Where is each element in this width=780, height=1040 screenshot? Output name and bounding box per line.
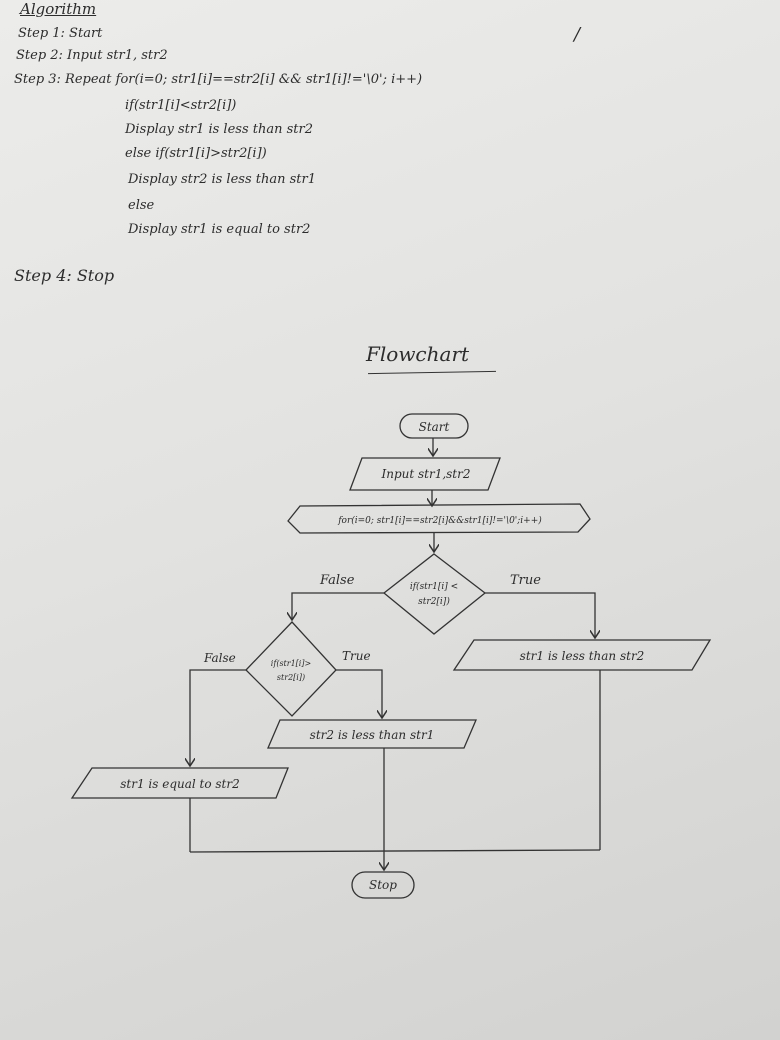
- arrow-cond1-true: [485, 592, 595, 638]
- stop-label: Stop: [369, 878, 397, 892]
- algorithm-step-3: Step 3: Repeat for(i=0; str1[i]==str2[i]…: [14, 72, 423, 87]
- input-label: Input str1,str2: [380, 467, 470, 481]
- pencil-mark: /: [574, 24, 581, 45]
- output-1-parallelogram: [452, 639, 712, 671]
- cond1-false-label: False: [319, 573, 355, 588]
- algorithm-step-2: Step 2: Input str1, str2: [16, 48, 168, 63]
- algorithm-step-4: Step 4: Stop: [14, 266, 115, 285]
- decision-2-diamond: [245, 621, 337, 717]
- algorithm-step-1: Step 1: Start: [18, 26, 103, 41]
- output-3-parallelogram: [70, 767, 289, 799]
- cond2-label-line2: str2[i]): [277, 673, 305, 682]
- input-parallelogram: [349, 457, 501, 491]
- loop-hexagon: [287, 503, 591, 534]
- cond1-label-line1: if(str1[i] <: [410, 581, 458, 592]
- output-2-parallelogram: [267, 719, 477, 749]
- loop-label: for(i=0; str1[i]==str2[i]&&str1[i]!='\0'…: [337, 515, 542, 526]
- line-merge-horizontal: [189, 849, 601, 853]
- algorithm-else-line: else: [128, 198, 155, 213]
- algorithm-display-3: Display str1 is equal to str2: [128, 222, 311, 237]
- arrow-cond2-false: [190, 669, 246, 766]
- flowchart-title: Flowchart: [366, 342, 470, 366]
- start-label: Start: [419, 420, 450, 434]
- algorithm-title: Algorithm: [20, 0, 97, 18]
- arrow-cond1-false: [292, 592, 384, 620]
- cond2-true-label: True: [342, 649, 371, 663]
- algorithm-display-2: Display str2 is less than str1: [128, 172, 316, 187]
- start-terminal: [399, 413, 469, 439]
- output-2-label: str2 is less than str1: [310, 728, 435, 742]
- cond2-false-label: False: [203, 651, 236, 665]
- cond1-true-label: True: [510, 573, 541, 588]
- stop-terminal: [351, 871, 415, 899]
- algorithm-display-1: Display str1 is less than str2: [125, 122, 313, 137]
- output-3-label: str1 is equal to str2: [120, 777, 240, 791]
- output-1-label: str1 is less than str2: [520, 649, 645, 663]
- arrow-cond2-true: [336, 669, 382, 718]
- algorithm-if-line: if(str1[i]<str2[i]): [125, 98, 237, 113]
- decision-1-diamond: [382, 553, 487, 635]
- cond1-label-line2: str2[i]): [418, 596, 450, 607]
- algorithm-elseif-line: else if(str1[i]>str2[i]): [125, 146, 267, 161]
- cond2-label-line1: if(str1[i]>: [271, 659, 311, 668]
